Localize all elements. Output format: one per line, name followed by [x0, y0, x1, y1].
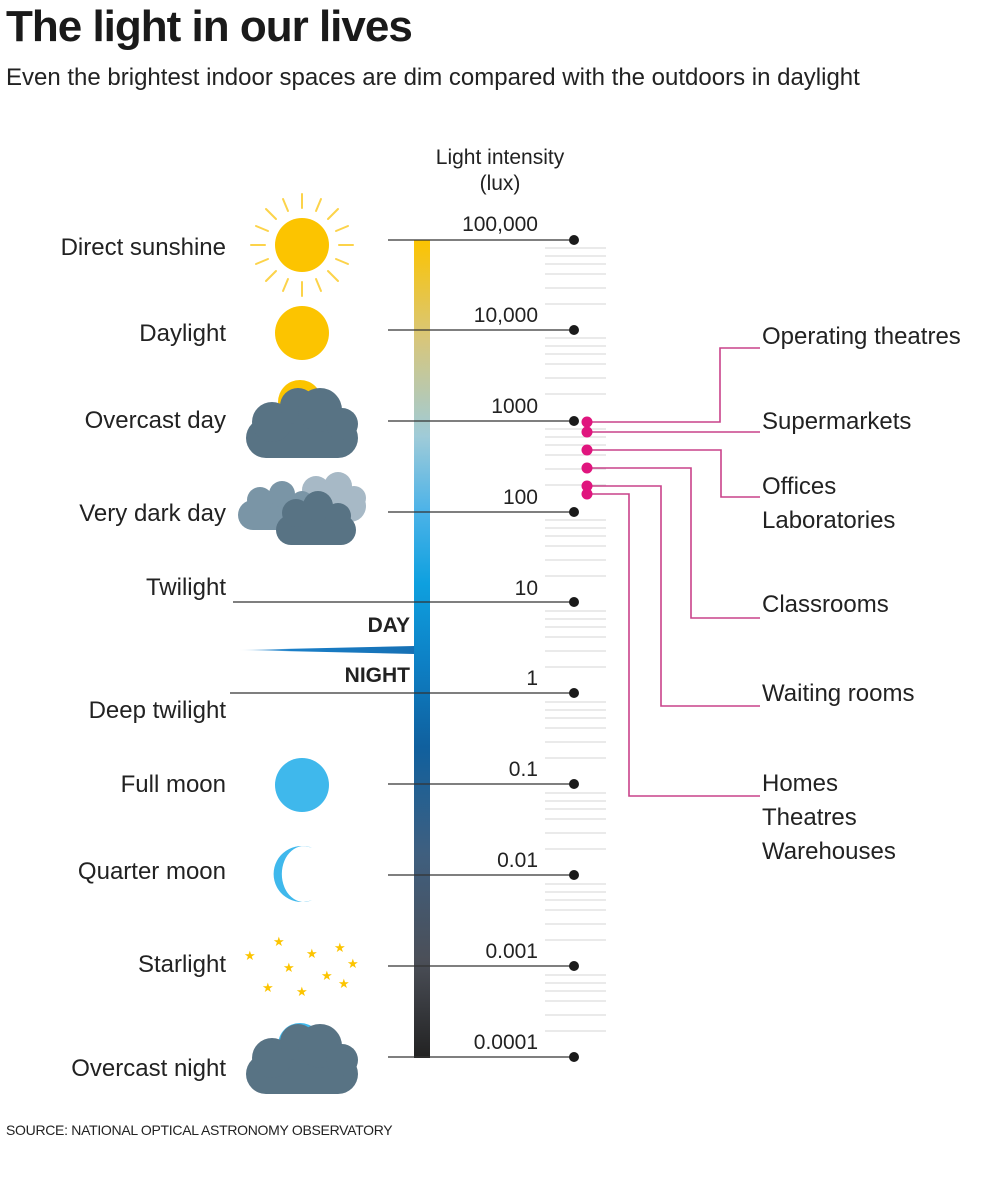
- crescent-moon-icon: [273, 846, 312, 902]
- sun-behind-cloud-icon: [246, 380, 358, 458]
- condition-label-overcast-day: Overcast day: [84, 407, 226, 434]
- venue-label-supermarkets: Supermarkets: [762, 408, 912, 435]
- tick-label: 0.001: [485, 940, 538, 963]
- venue-label-homes: Homes Theatres Warehouses: [762, 767, 896, 869]
- condition-label-full-moon: Full moon: [120, 771, 226, 798]
- stars-icon: ★★★ ★★★ ★★★ ★: [244, 935, 359, 1000]
- venue-label-warehouses: Warehouses: [762, 838, 896, 865]
- svg-text:★: ★: [306, 947, 318, 962]
- condition-label-direct-sunshine: Direct sunshine: [60, 234, 226, 261]
- condition-label-deep-twilight: Deep twilight: [88, 697, 226, 724]
- day-label: DAY: [367, 614, 410, 637]
- condition-label-very-dark-day: Very dark day: [79, 500, 226, 527]
- venue-label-homes-line1: Homes: [762, 770, 839, 797]
- venue-label-theatres: Theatres: [762, 804, 857, 831]
- intensity-bar: [414, 240, 430, 1058]
- dark-clouds-icon: [238, 472, 366, 545]
- venue-label-classrooms: Classrooms: [762, 591, 889, 618]
- page-subtitle: Even the brightest indoor spaces are dim…: [6, 64, 860, 91]
- axis-title-line2: (lux): [479, 172, 521, 195]
- tick-lines: [230, 239, 574, 1058]
- venue-connectors: [588, 347, 760, 797]
- condition-label-quarter-moon: Quarter moon: [77, 858, 226, 885]
- tick-label: 1: [526, 667, 538, 690]
- axis-title: Light intensity (lux): [400, 145, 600, 197]
- tick-label: 0.01: [497, 849, 538, 872]
- page-title: The light in our lives: [6, 2, 413, 51]
- day-night-divider: [238, 646, 414, 654]
- tick-label: 0.0001: [473, 1031, 538, 1054]
- source-note: SOURCE: NATIONAL OPTICAL ASTRONOMY OBSER…: [6, 1122, 393, 1138]
- svg-text:★: ★: [338, 977, 350, 992]
- venue-label-laboratories: Laboratories: [762, 507, 896, 534]
- tick-label: 100: [502, 486, 538, 509]
- tick-label: 1000: [491, 395, 538, 418]
- svg-text:★: ★: [321, 969, 333, 984]
- venue-label-operating-theatres: Operating theatres: [762, 323, 961, 350]
- tick-dots: [569, 235, 579, 1062]
- tick-label: 0.1: [508, 758, 538, 781]
- svg-text:★: ★: [296, 985, 308, 1000]
- tick-label: 10,000: [473, 304, 538, 327]
- venue-dots: [581, 416, 593, 500]
- night-label: NIGHT: [344, 664, 410, 687]
- condition-label-overcast-night: Overcast night: [71, 1055, 226, 1082]
- scale-texture: [545, 247, 606, 1032]
- venue-label-offices-line1: Offices: [762, 473, 837, 500]
- tick-label: 10: [514, 577, 538, 600]
- svg-text:★: ★: [334, 941, 346, 956]
- venue-label-waiting-rooms: Waiting rooms: [762, 680, 915, 707]
- moon-behind-cloud-icon: [246, 1023, 358, 1094]
- full-moon-icon: [275, 758, 329, 812]
- svg-text:★: ★: [273, 935, 285, 950]
- sun-with-rays-icon: [250, 193, 354, 297]
- svg-text:★: ★: [244, 949, 256, 964]
- condition-label-starlight: Starlight: [137, 951, 226, 978]
- tick-label: 100,000: [462, 213, 538, 236]
- axis-title-line1: Light intensity: [435, 146, 565, 169]
- venue-label-offices: Offices Laboratories: [762, 470, 895, 538]
- condition-label-daylight: Daylight: [139, 320, 226, 347]
- svg-text:★: ★: [347, 957, 359, 972]
- svg-text:★: ★: [262, 981, 274, 996]
- condition-label-twilight: Twilight: [145, 574, 226, 601]
- svg-text:★: ★: [283, 961, 295, 976]
- sun-icon: [275, 306, 329, 360]
